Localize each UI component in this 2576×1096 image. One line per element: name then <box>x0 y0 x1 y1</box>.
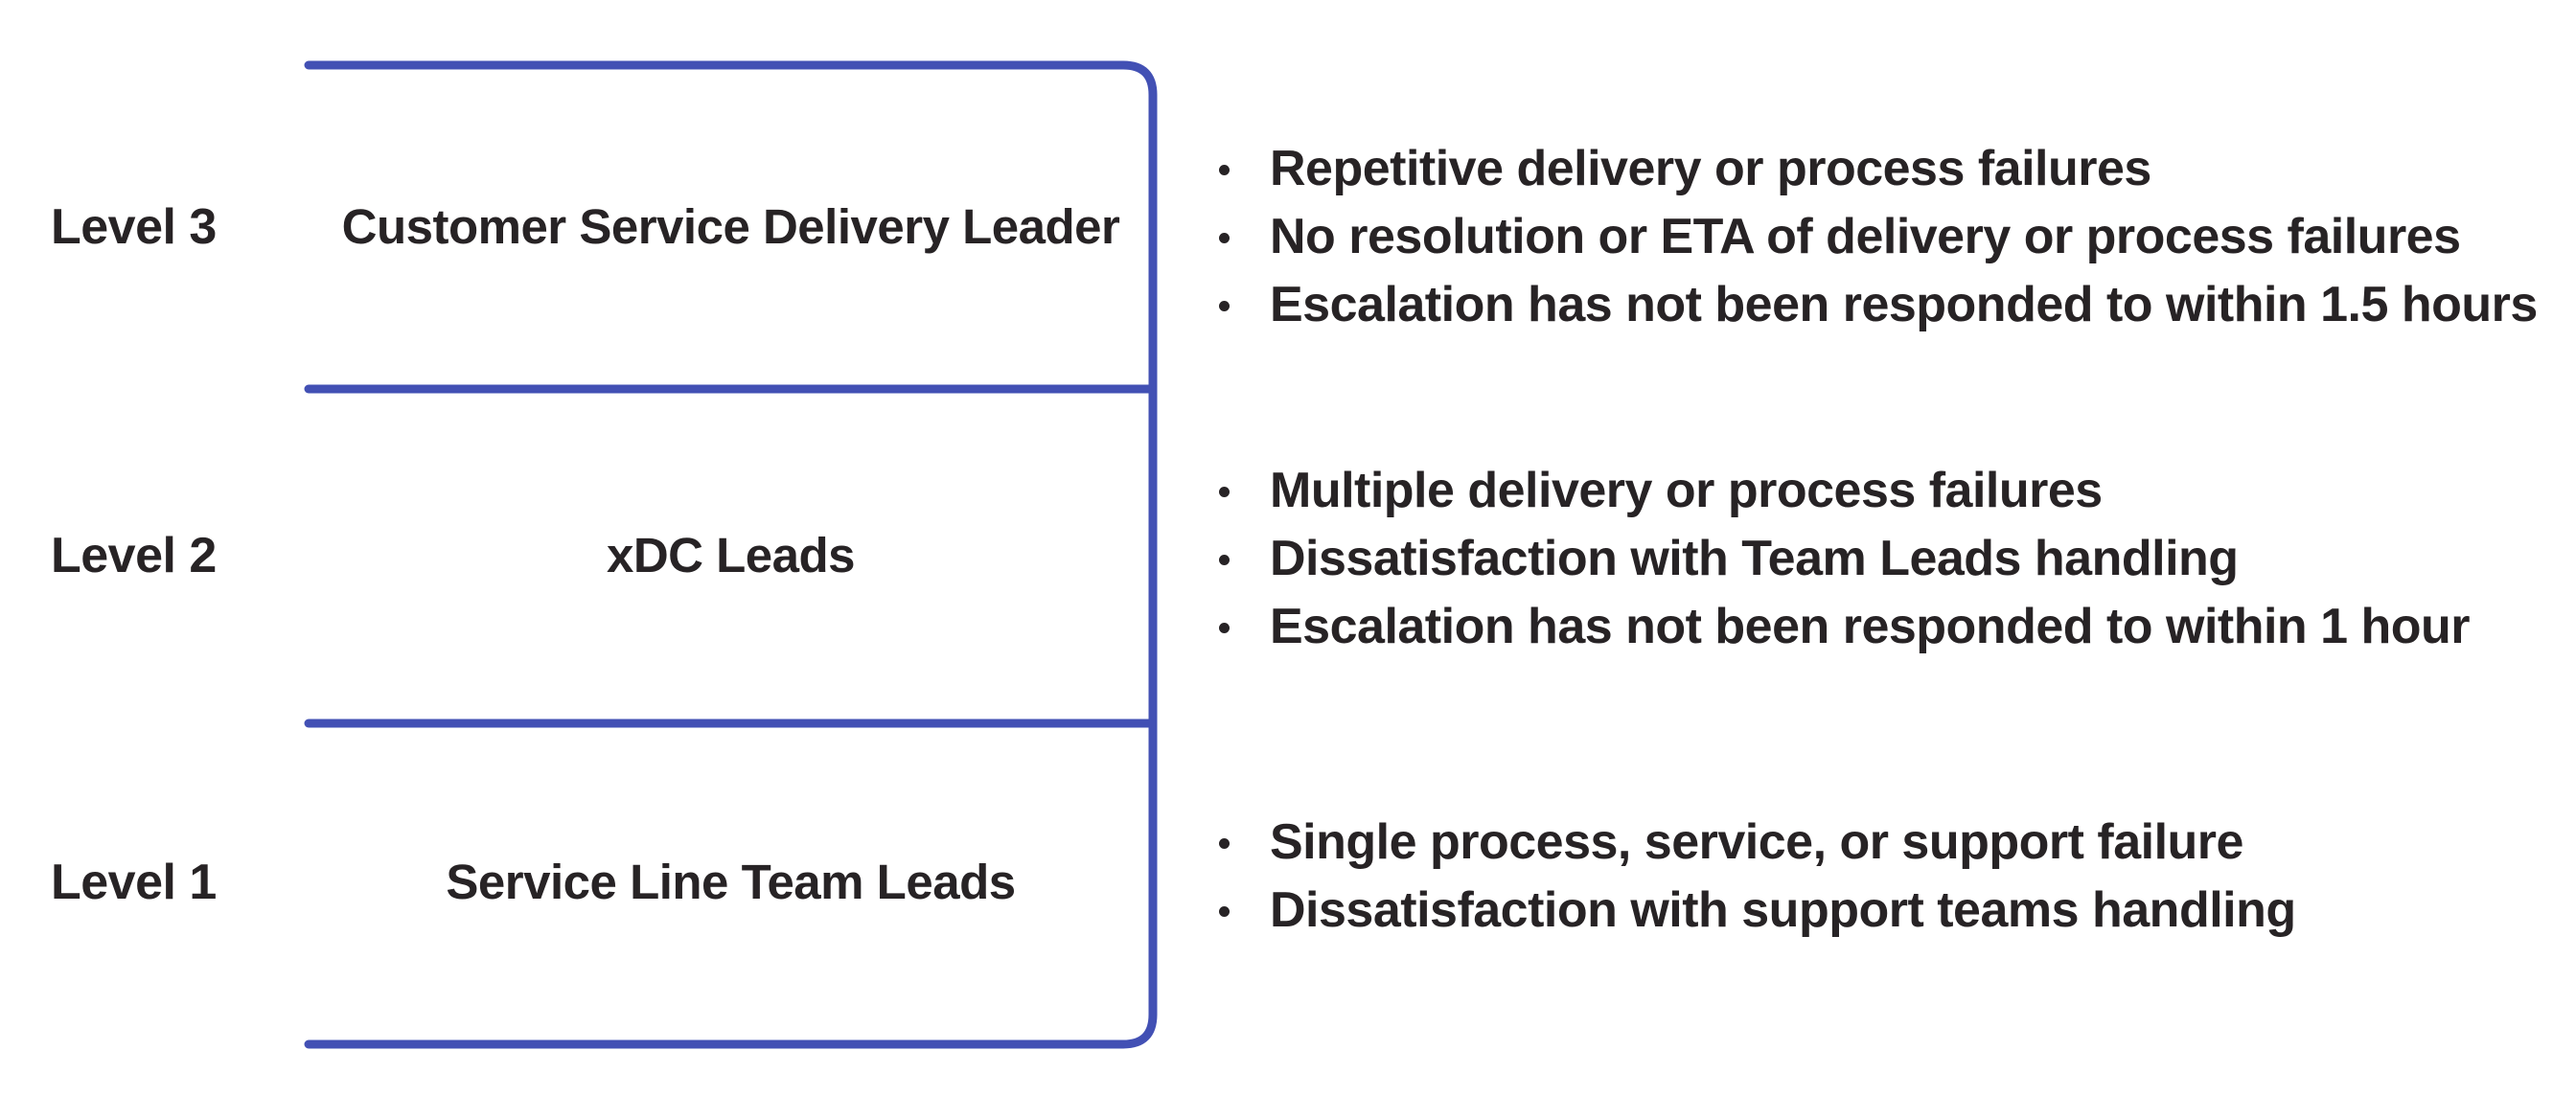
list-item: Multiple delivery or process failures <box>1203 457 2470 525</box>
level-2-label: Level 2 <box>51 528 217 583</box>
criteria-text: Multiple delivery or process failures <box>1270 463 2103 518</box>
criteria-text: Single process, service, or support fail… <box>1270 814 2243 870</box>
criteria-text: Escalation has not been responded to wit… <box>1270 277 2538 332</box>
bullet-dot-icon <box>1219 905 1230 917</box>
criteria-text: No resolution or ETA of delivery or proc… <box>1270 209 2461 264</box>
level-3-label: Level 3 <box>51 199 217 255</box>
list-item: Escalation has not been responded to wit… <box>1203 271 2538 339</box>
list-item: Escalation has not been responded to wit… <box>1203 593 2471 661</box>
level-3-criteria-list: Repetitive delivery or process failures … <box>1203 135 2538 339</box>
level-2-title: xDC Leads <box>606 528 856 582</box>
list-item: Dissatisfaction with support teams handl… <box>1203 877 2296 945</box>
level-3-title: Customer Service Delivery Leader <box>341 199 1120 254</box>
level-1-label: Level 1 <box>51 855 217 910</box>
level-1-criteria-list: Single process, service, or support fail… <box>1203 809 2296 945</box>
list-item: Repetitive delivery or process failures <box>1203 135 2538 203</box>
list-item: Single process, service, or support fail… <box>1203 809 2296 877</box>
criteria-text: Escalation has not been responded to wit… <box>1270 599 2471 654</box>
bullet-dot-icon <box>1219 300 1230 311</box>
level-1-title: Service Line Team Leads <box>446 855 1016 909</box>
bullet-dot-icon <box>1219 232 1230 243</box>
bullet-dot-icon <box>1219 486 1230 497</box>
list-item: Dissatisfaction with Team Leads handling <box>1203 525 2470 593</box>
list-item: No resolution or ETA of delivery or proc… <box>1203 203 2538 271</box>
criteria-text: Dissatisfaction with Team Leads handling <box>1270 531 2239 586</box>
criteria-text: Dissatisfaction with support teams handl… <box>1270 882 2296 938</box>
bullet-dot-icon <box>1219 622 1230 633</box>
criteria-text: Repetitive delivery or process failures <box>1270 141 2151 196</box>
bullet-dot-icon <box>1219 554 1230 565</box>
bullet-dot-icon <box>1219 837 1230 849</box>
bullet-dot-icon <box>1219 164 1230 175</box>
bracket-outline <box>304 60 1158 1049</box>
level-2-criteria-list: Multiple delivery or process failures Di… <box>1203 457 2471 661</box>
